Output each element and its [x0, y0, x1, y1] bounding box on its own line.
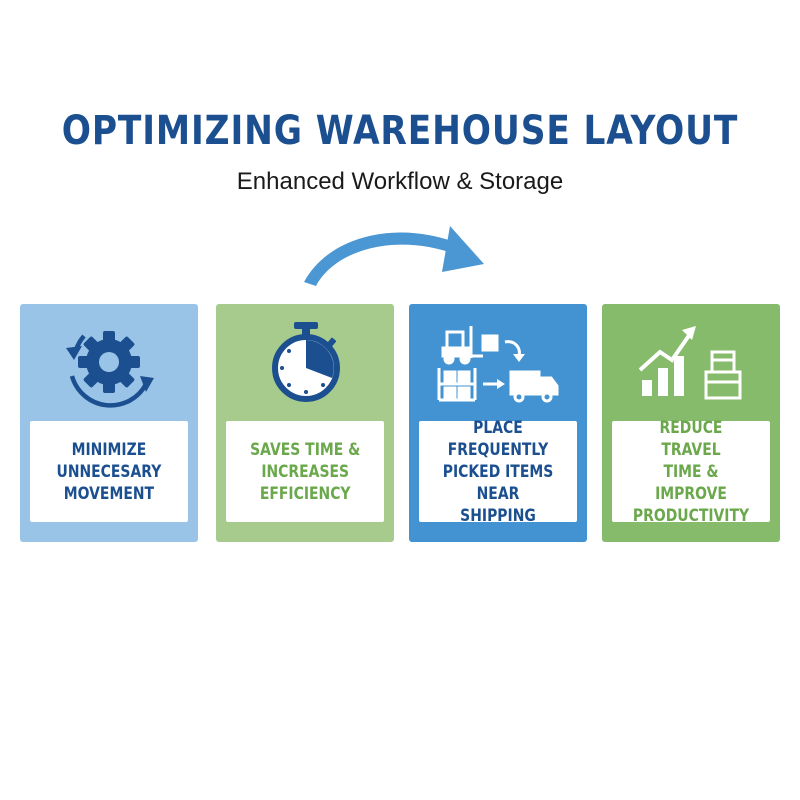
stopwatch-icon	[216, 304, 394, 416]
forklift-to-truck-icon	[409, 304, 587, 416]
step-label: REDUCE TRAVEL TIME & IMPROVE PRODUCTIVIT…	[632, 417, 750, 526]
step-card-reduce-travel: REDUCE TRAVEL TIME & IMPROVE PRODUCTIVIT…	[602, 304, 780, 542]
curved-arrow-icon	[304, 226, 484, 286]
step-card-saves-time: SAVES TIME & INCREASES EFFICIENCY	[216, 304, 394, 542]
step-label: SAVES TIME & INCREASES EFFICIENCY	[249, 439, 361, 504]
step-label: PLACE FREQUENTLY PICKED ITEMS NEAR SHIPP…	[442, 417, 554, 526]
step-label-box: PLACE FREQUENTLY PICKED ITEMS NEAR SHIPP…	[419, 418, 577, 526]
page-subtitle: Enhanced Workflow & Storage	[236, 168, 564, 195]
step-card-place-near-shipping: PLACE FREQUENTLY PICKED ITEMS NEAR SHIPP…	[409, 304, 587, 542]
step-label-box: SAVES TIME & INCREASES EFFICIENCY	[226, 421, 384, 522]
growth-chart-boxes-icon	[602, 304, 780, 416]
gear-cycle-icon	[20, 304, 198, 416]
step-card-minimize-movement: MINIMIZE UNNECESARY MOVEMENT	[20, 304, 198, 542]
step-label-box: REDUCE TRAVEL TIME & IMPROVE PRODUCTIVIT…	[612, 418, 770, 526]
step-label: MINIMIZE UNNECESARY MOVEMENT	[56, 439, 162, 504]
step-label-box: MINIMIZE UNNECESARY MOVEMENT	[30, 421, 188, 522]
page-title: OPTIMIZING WAREHOUSE LAYOUT	[61, 108, 739, 154]
